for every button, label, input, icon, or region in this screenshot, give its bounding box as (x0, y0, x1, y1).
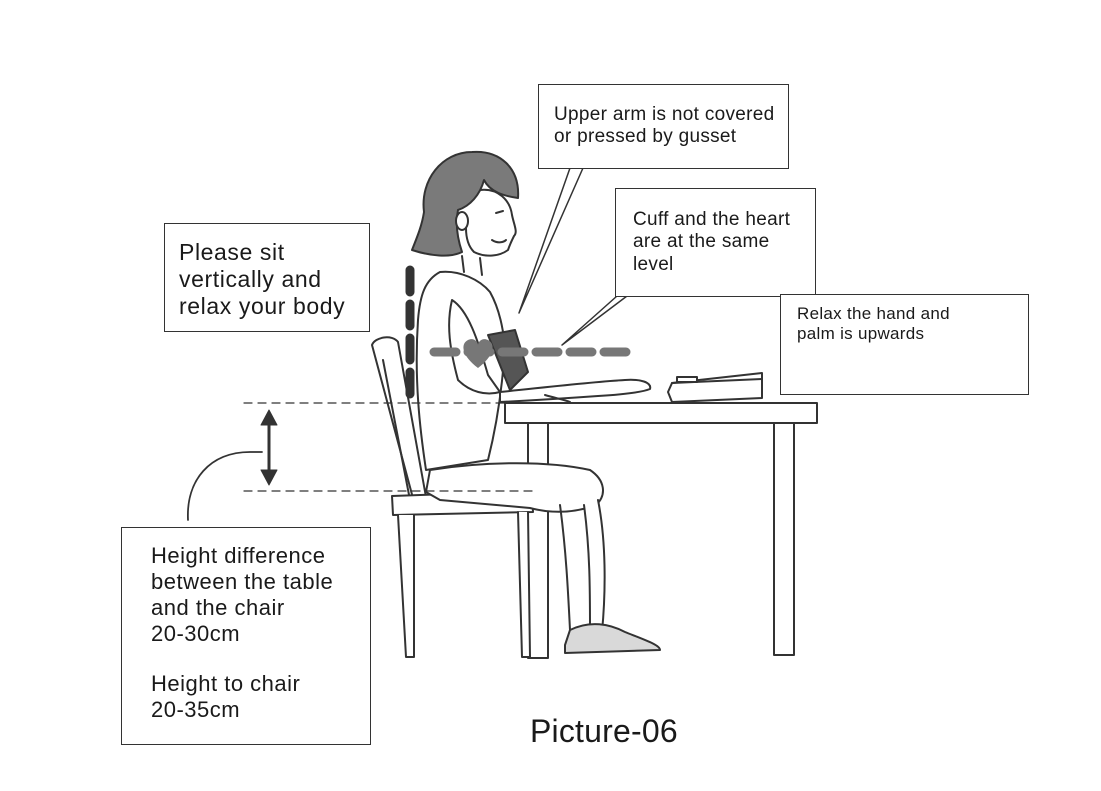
shin-front (583, 499, 606, 633)
callout-line: Upper arm is not covered (554, 104, 775, 125)
callout-sit-vertically: Please sit vertically and relax your bod… (164, 223, 370, 332)
callout-line: vertically and (179, 266, 322, 293)
callout-line: relax your body (179, 293, 346, 320)
ear (455, 211, 469, 231)
cuff (487, 329, 529, 391)
callout-line: and the chair (151, 594, 285, 620)
callout-height-difference: Height difference between the table and … (121, 527, 371, 745)
heart-icon (463, 339, 493, 368)
forearm (499, 378, 652, 403)
callout-line: Please sit (179, 239, 285, 265)
callout-pointers (518, 167, 628, 346)
height-guides (243, 402, 533, 492)
callout-cuff-heart-level: Cuff and the heart are at the same level (615, 188, 816, 297)
picture-caption: Picture-06 (530, 713, 678, 749)
double-arrow-icon (260, 409, 278, 486)
callout-line: Cuff and the heart (633, 209, 791, 230)
person (411, 150, 661, 654)
callout-line: Relax the hand and (797, 304, 950, 323)
callout-line: are at the same (633, 231, 770, 253)
callout-relax-hand: Relax the hand and palm is upwards (780, 294, 1029, 395)
callout-line: level (633, 253, 674, 275)
hair (411, 150, 520, 257)
callout-upper-arm: Upper arm is not covered or pressed by g… (538, 84, 789, 169)
shin-back (559, 504, 587, 633)
thigh (425, 462, 604, 513)
spacer (151, 647, 370, 671)
face (465, 188, 517, 257)
callout-line: or pressed by gusset (554, 126, 737, 148)
callout-line: Height difference (151, 543, 326, 568)
callout-line: between the table (151, 568, 334, 594)
slipper (564, 623, 661, 654)
table (504, 402, 818, 659)
callout-line: 20-30cm (151, 620, 241, 646)
height-pointer (187, 451, 263, 521)
callout-line: 20-35cm (151, 696, 241, 722)
callout-line: palm is upwards (797, 324, 925, 344)
callout-line: Height to chair (151, 670, 301, 696)
